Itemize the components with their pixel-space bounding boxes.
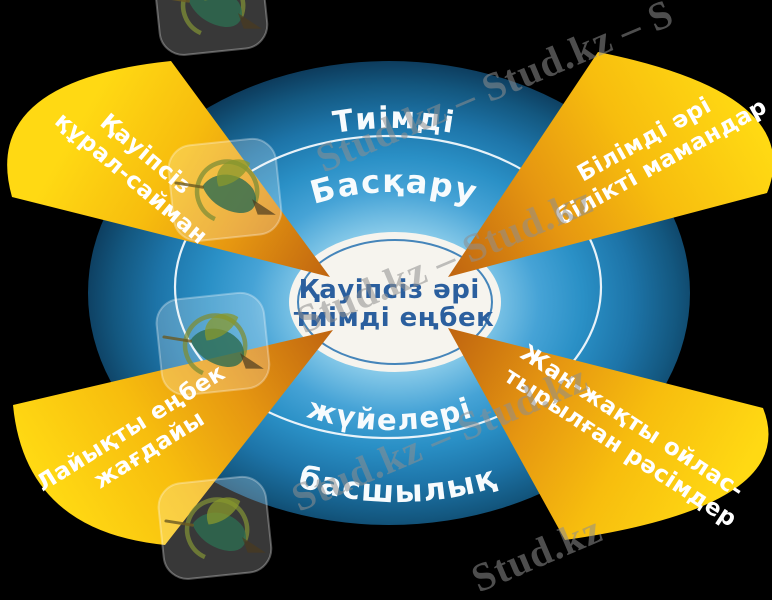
outer-ring-top-label: Тиімді (331, 101, 458, 141)
inner-ring-divider-arc (173, 134, 603, 440)
hummingbird-logo-watermark (166, 136, 283, 243)
hummingbird-logo-watermark (154, 290, 271, 397)
center-label: Қауіпсіз әрі тиімді еңбек (294, 275, 494, 333)
wedge-bottom-right (448, 328, 769, 540)
hummingbird-logo-watermark (156, 474, 273, 581)
center-white-ellipse (289, 232, 501, 372)
wedge-top-right (448, 52, 772, 277)
center-ellipse-ring (297, 239, 493, 365)
